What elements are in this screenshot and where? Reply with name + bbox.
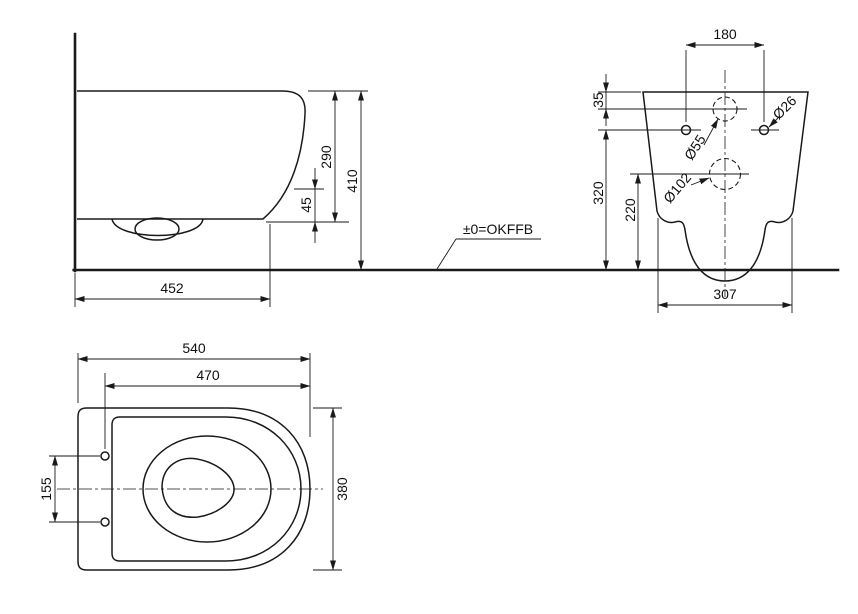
toilet-top-outline: [77, 407, 311, 571]
seat-outline: [111, 416, 302, 562]
dim-45-label: 45: [298, 197, 314, 213]
front-view: 35 320 220 180 307 Ø55: [590, 26, 809, 313]
dim-155: 155: [38, 455, 100, 523]
dia-102-label: Ø102: [660, 169, 694, 206]
dim-35: 35: [590, 74, 641, 126]
datum-leader: [436, 238, 457, 270]
datum-annotation: ±0=OKFFB: [436, 221, 541, 270]
dim-35-label: 35: [590, 92, 606, 108]
dia-102-annotation: Ø102: [660, 169, 710, 206]
seat-hinge-hole-bottom: [100, 517, 110, 527]
toilet-side-outline: [77, 90, 306, 220]
seat-hinge-hole-top: [100, 451, 110, 461]
dia-26-annotation: Ø26: [768, 92, 800, 128]
top-view: 540 470 155 380: [38, 340, 350, 571]
dim-380-label: 380: [334, 477, 350, 501]
side-view: 452 45 290 410 ±0=OKFFB: [72, 32, 840, 307]
dim-180: 180: [685, 26, 765, 122]
dim-155-label: 155: [38, 477, 54, 501]
dim-540-label: 540: [182, 340, 206, 356]
dim-320: 320: [590, 129, 609, 271]
dia-55-label: Ø55: [681, 132, 709, 163]
dim-220: 220: [622, 173, 749, 271]
outlet-arc: [111, 218, 204, 237]
dim-470: 470: [104, 367, 311, 449]
dim-452: 452: [74, 224, 271, 307]
leader-line: [768, 115, 781, 128]
dim-540: 540: [77, 340, 311, 437]
datum-label: ±0=OKFFB: [463, 221, 533, 237]
dim-290-label: 290: [318, 145, 334, 169]
dim-320-label: 320: [590, 181, 606, 205]
leader-line: [703, 118, 719, 146]
dim-45: 45: [266, 168, 349, 243]
dim-452-label: 452: [160, 280, 184, 296]
bowl-opening-outline: [161, 457, 235, 518]
outlet-ellipse: [134, 217, 180, 241]
leader-line: [690, 177, 710, 186]
dim-220-label: 220: [622, 198, 638, 222]
dim-307-label: 307: [713, 286, 737, 302]
dim-307: 307: [657, 218, 793, 313]
dim-290: 290: [308, 90, 368, 223]
dim-470-label: 470: [196, 367, 220, 383]
dim-410: 410: [344, 90, 364, 271]
dim-380: 380: [313, 407, 350, 571]
dia-26-label: Ø26: [769, 92, 799, 122]
dim-410-label: 410: [344, 169, 360, 193]
dim-180-label: 180: [713, 26, 737, 42]
